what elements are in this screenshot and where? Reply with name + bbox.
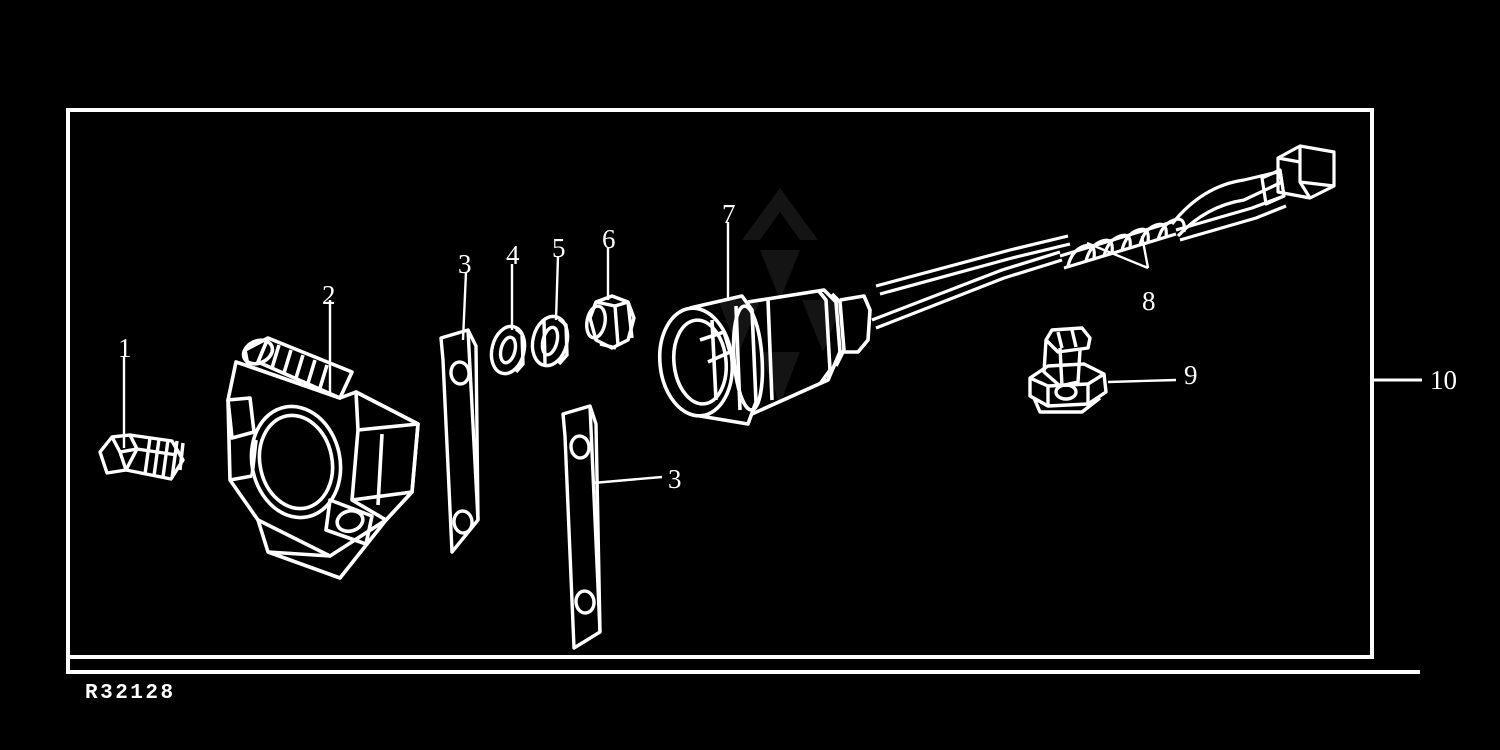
part-mounting-plate-upper bbox=[439, 328, 480, 554]
part-cap-screw bbox=[98, 433, 185, 481]
part-sensor-housing bbox=[226, 336, 420, 580]
part-mounting-plate-lower bbox=[561, 404, 602, 650]
callout-number-10: 10 bbox=[1430, 365, 1457, 395]
callout-number-2: 2 bbox=[322, 280, 336, 310]
part-wire-harness bbox=[871, 144, 1336, 330]
callout-number-3-upper: 3 bbox=[458, 249, 472, 279]
part-rubber-boot bbox=[657, 288, 872, 426]
leader-line-9 bbox=[1107, 378, 1177, 384]
callout-number-7: 7 bbox=[722, 199, 736, 229]
leader-line-5 bbox=[554, 255, 560, 321]
part-hex-nut bbox=[585, 294, 636, 350]
callout-number-3-lower: 3 bbox=[668, 464, 682, 494]
part-flat-washer bbox=[489, 324, 527, 376]
part-cable-clamp bbox=[1028, 326, 1108, 414]
callout-number-8: 8 bbox=[1142, 286, 1156, 316]
callout-number-4: 4 bbox=[506, 240, 520, 270]
diagram-border bbox=[66, 108, 1374, 659]
callout-number-1: 1 bbox=[118, 333, 132, 363]
part-lock-washer bbox=[530, 314, 570, 368]
callout-number-5: 5 bbox=[552, 233, 566, 263]
figure-id-label: R32128 bbox=[85, 682, 176, 705]
leader-line-3-upper bbox=[461, 271, 468, 341]
leader-line-3-lower bbox=[592, 475, 663, 485]
watermark bbox=[718, 188, 844, 404]
leader-line-8-left bbox=[1086, 241, 1149, 270]
leader-line-8-right bbox=[1140, 235, 1150, 269]
callout-number-6: 6 bbox=[602, 224, 616, 254]
callout-number-9: 9 bbox=[1184, 360, 1198, 390]
